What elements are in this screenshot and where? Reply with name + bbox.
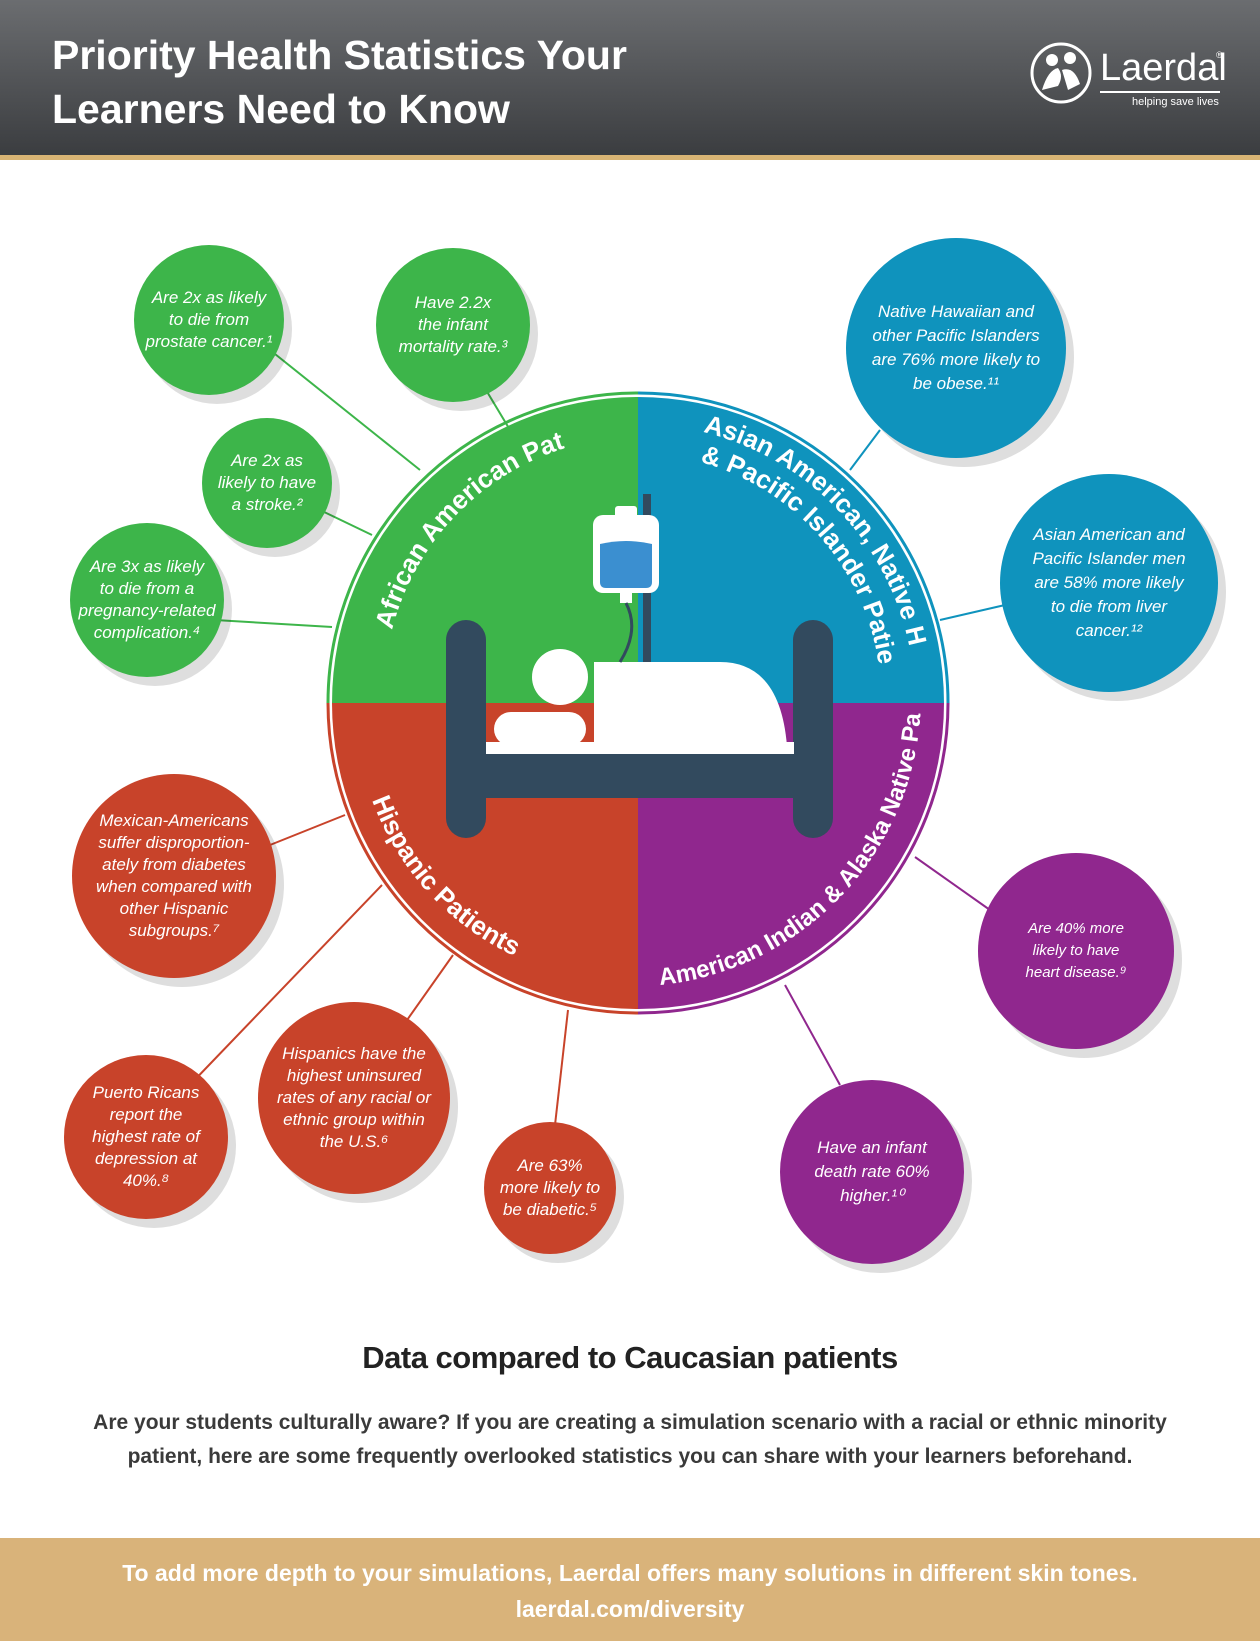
laerdal-logo-icon [1030,42,1092,104]
logo-wordmark: Laerdal [1100,47,1227,89]
bubble-ai-infant-death: Have an infant death rate 60% higher.¹⁰ [780,1080,964,1264]
bubble-aa-prostate-cancer: Are 2x as likely to die from prostate ca… [134,245,284,395]
bubble-aa-pregnancy: Are 3x as likely to die from a pregnancy… [70,523,224,677]
header-divider [0,155,1260,160]
bubble-ap-liver-cancer: Asian American and Pacific Islander men … [1000,474,1218,692]
intro-paragraph: Are your students culturally aware? If y… [90,1406,1170,1474]
bubble-hi-puerto-rico-depression: Puerto Ricans report the highest rate of… [64,1055,228,1219]
quadrant-asian-pacific [638,397,944,703]
connector-line [399,954,454,1031]
connector-line [849,429,881,471]
bubble-ai-heart-disease: Are 40% more likely to have heart diseas… [978,853,1174,1049]
iv-bag-icon [593,506,659,663]
page-title: Priority Health Statistics Your Learners… [52,28,752,136]
connector-line [319,509,373,536]
logo-rule [1100,91,1220,93]
intro-line-1: Are your students culturally aware? If y… [93,1411,1167,1434]
footer-link[interactable]: laerdal.com/diversity [515,1596,745,1622]
connector-line [784,984,841,1086]
footer-banner: To add more depth to your simulations, L… [0,1538,1260,1641]
section-subtitle: Data compared to Caucasian patients [362,1340,898,1375]
title-line-1: Priority Health Statistics Your [52,32,627,78]
logo-registered-mark: ® [1216,50,1223,60]
hospital-bed-icon [446,494,833,838]
connector-line [184,884,383,1091]
bubble-aa-stroke: Are 2x as likely to have a stroke.² [202,418,332,548]
connector-line [214,619,333,628]
laerdal-logo[interactable]: Laerdal ® helping save lives [1028,36,1228,116]
bubble-nh-obese: Native Hawaiian and other Pacific Island… [846,238,1066,458]
bubble-hi-uninsured: Hispanics have the highest uninsured rat… [258,1002,450,1194]
connector-line [269,349,421,471]
connector-line [269,814,346,846]
quadrant-african-american [332,397,638,703]
title-line-2: Learners Need to Know [52,86,510,132]
logo-tagline: helping save lives [1132,96,1219,108]
intro-line-2: patient, here are some frequently overlo… [127,1445,1133,1468]
bubble-aa-infant-mortality: Have 2.2x the infant mortality rate.³ [376,248,530,402]
connector-line [914,856,991,911]
bubble-hi-diabetic: Are 63% more likely to be diabetic.⁵ [484,1122,616,1254]
bubble-hi-mexican-diabetes: Mexican-Americans suffer disproportion- … [72,774,276,978]
connector-line [554,1009,569,1126]
footer-text: To add more depth to your simulations, L… [122,1560,1138,1586]
outer-ring [326,391,950,1015]
connector-line [939,604,1006,621]
